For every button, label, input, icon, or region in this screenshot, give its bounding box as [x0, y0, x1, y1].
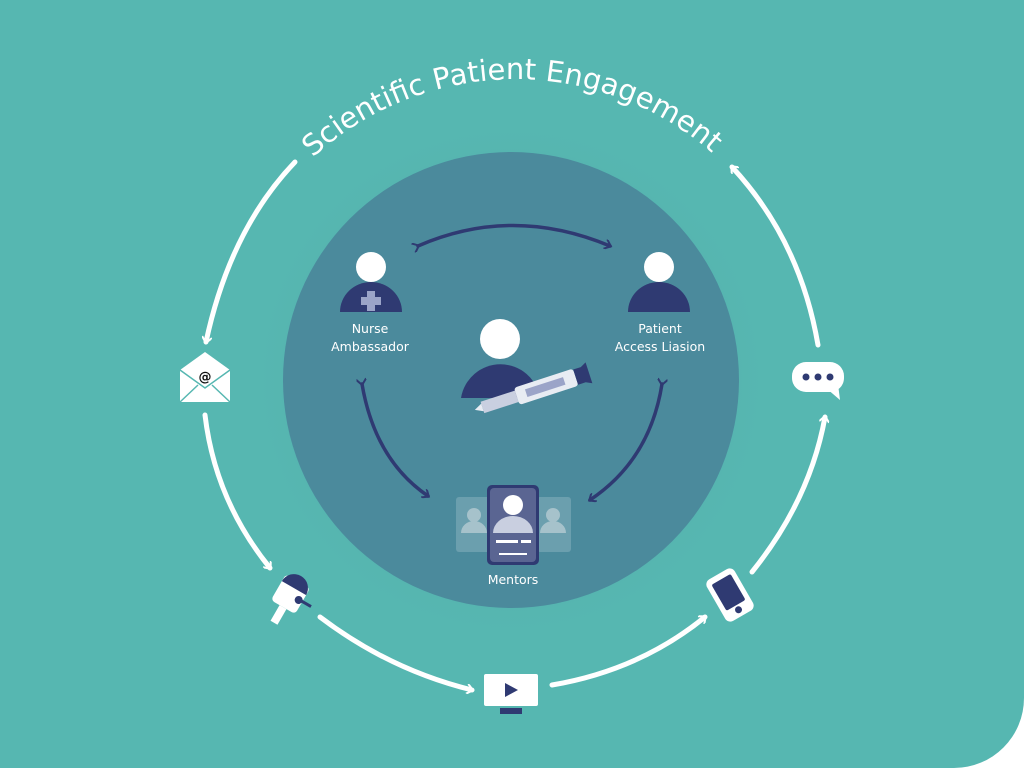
mentors-cards-icon	[456, 485, 571, 565]
mentors-label: Mentors	[487, 572, 539, 587]
patient-with-injection-pen-icon	[461, 319, 593, 414]
video-monitor-icon	[484, 674, 538, 714]
liaison-label-line1: Patient	[638, 321, 682, 336]
cycle-arrow-4	[549, 614, 708, 688]
inner-arrow-right	[590, 384, 662, 500]
mailbox-icon	[270, 574, 312, 625]
cycle-arrow-5	[749, 417, 825, 575]
inner-arrow-top	[418, 223, 610, 247]
svg-text:@: @	[199, 370, 212, 385]
nurse-ambassador-icon	[340, 252, 402, 312]
nurse-label-line2: Ambassador	[331, 339, 409, 354]
inner-arrow-left	[362, 384, 428, 496]
smartphone-icon	[706, 568, 754, 622]
cycle-arrow-6	[729, 164, 821, 348]
cycle-arrow-1	[206, 159, 298, 342]
liaison-label-line2: Access Liasion	[614, 339, 706, 354]
cycle-arrow-3	[317, 614, 475, 690]
patient-access-liaison-icon	[628, 252, 690, 312]
patient-access-liaison-label: Patient Access Liasion	[580, 320, 740, 356]
email-icon: @	[179, 352, 231, 403]
nurse-ambassador-label: Nurse Ambassador	[290, 320, 450, 356]
chat-bubble-icon	[792, 362, 844, 400]
nurse-label-line1: Nurse	[351, 321, 389, 336]
cycle-arrow-2	[202, 412, 273, 571]
